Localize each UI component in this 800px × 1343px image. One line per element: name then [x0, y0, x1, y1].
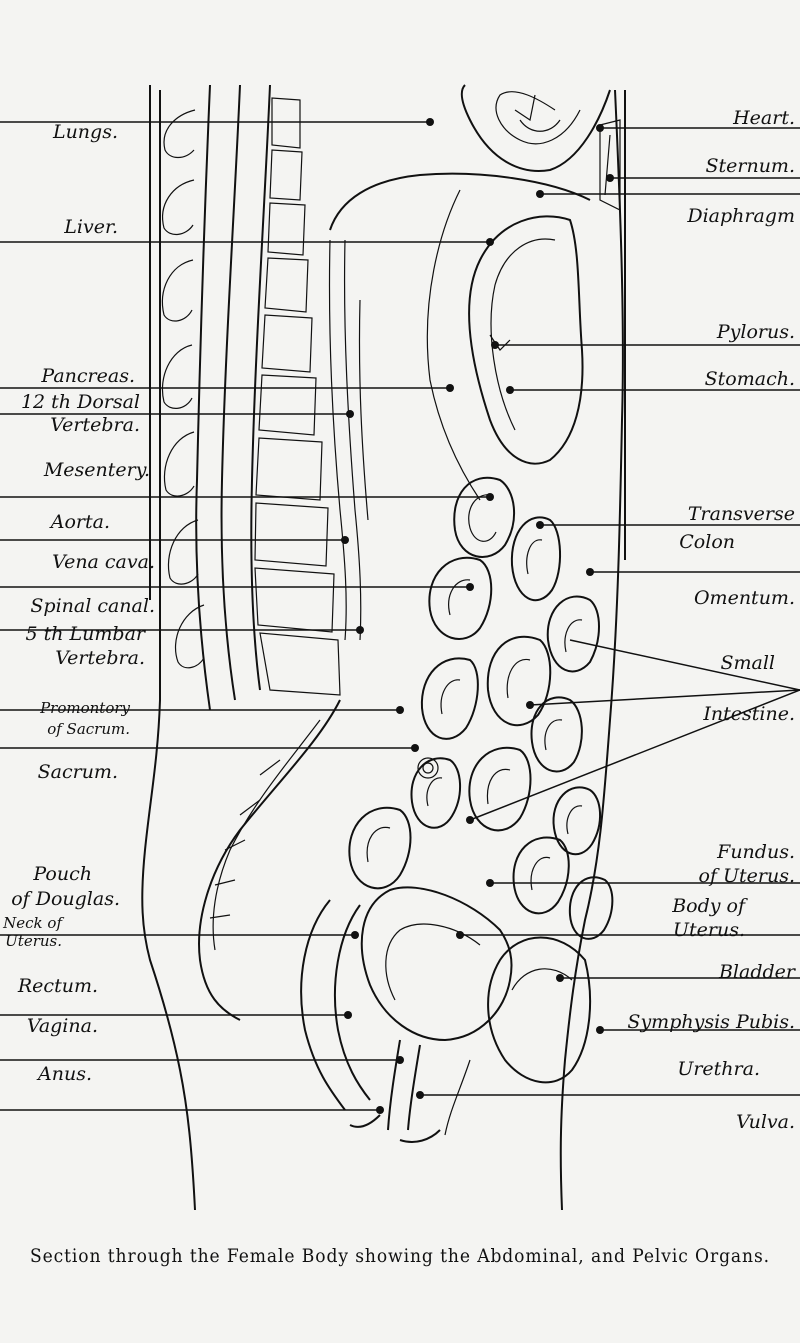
label-body-of: Body of — [671, 895, 748, 917]
label-of-sacrum: of Sacrum. — [47, 720, 130, 738]
left-label-group: Lungs. Liver. Pancreas. 12 th Dorsal Ver… — [2, 121, 155, 1085]
label-heart: Heart. — [732, 107, 795, 129]
label-12th-dorsal: 12 th Dorsal — [21, 391, 140, 413]
label-spinal-canal: Spinal canal. — [30, 595, 155, 617]
label-pancreas: Pancreas. — [40, 365, 135, 387]
spinous-processes — [161, 109, 205, 669]
label-symphysis-pubis: Symphysis Pubis. — [627, 1011, 795, 1033]
label-transverse: Transverse — [688, 503, 795, 525]
label-of-uterus: of Uterus. — [698, 865, 795, 887]
label-diaphragm: Diaphragm — [686, 205, 795, 227]
label-promontory: Promontory — [39, 699, 130, 717]
label-anus: Anus. — [36, 1063, 92, 1085]
label-sternum: Sternum. — [705, 155, 795, 177]
label-uterus-neck: Uterus. — [5, 932, 62, 950]
label-rectum: Rectum. — [17, 975, 98, 997]
sacrum-shape — [198, 699, 341, 1021]
heart-shape — [460, 84, 611, 172]
label-small: Small — [720, 652, 775, 674]
label-intestine: Intestine. — [702, 703, 795, 725]
leader-lines-left-labels — [0, 118, 494, 1114]
label-colon: Colon — [679, 531, 735, 553]
body-outline-front — [559, 89, 624, 1211]
rectum-shape — [300, 899, 346, 1111]
label-lungs: Lungs. — [52, 121, 118, 143]
label-omentum: Omentum. — [694, 587, 795, 609]
label-sacrum: Sacrum. — [38, 761, 118, 783]
label-vulva: Vulva. — [736, 1111, 795, 1133]
label-neck-of: Neck of — [2, 914, 64, 932]
leader-lines-right-labels — [416, 124, 800, 1099]
label-vena-cava: Vena cava. — [52, 551, 155, 573]
label-urethra: Urethra. — [677, 1058, 760, 1080]
label-vertebra-2: Vertebra. — [55, 647, 145, 669]
right-label-group: Heart. Sternum. Diaphragm Pylorus. Stoma… — [627, 107, 796, 1133]
label-uterus-body: Uterus. — [673, 919, 745, 941]
uterus-shape — [360, 886, 513, 1042]
body-outline-back — [141, 90, 196, 1211]
liver-shape — [329, 172, 591, 231]
label-aorta: Aorta. — [49, 511, 110, 533]
label-5th-lumbar: 5 th Lumbar — [26, 623, 147, 645]
stomach-shape — [468, 215, 584, 465]
spinal-cord — [250, 84, 271, 691]
vagina-shape — [387, 1039, 401, 1131]
label-of-douglas: of Douglas. — [11, 888, 120, 910]
label-pouch: Pouch — [32, 863, 92, 885]
bladder-shape — [487, 936, 592, 1084]
label-mesentery: Mesentery. — [43, 459, 150, 481]
vertebrae — [254, 97, 341, 696]
intestine-coils — [348, 477, 614, 940]
label-pylorus: Pylorus. — [716, 321, 795, 343]
label-vertebra-1: Vertebra. — [50, 414, 140, 436]
label-bladder: Bladder — [718, 961, 797, 983]
caption-line-1: Section through the Female Body showing … — [30, 1245, 770, 1267]
label-vagina: Vagina. — [27, 1015, 98, 1037]
label-stomach: Stomach. — [705, 368, 795, 390]
label-fundus: Fundus. — [716, 841, 795, 863]
label-liver: Liver. — [63, 216, 118, 238]
